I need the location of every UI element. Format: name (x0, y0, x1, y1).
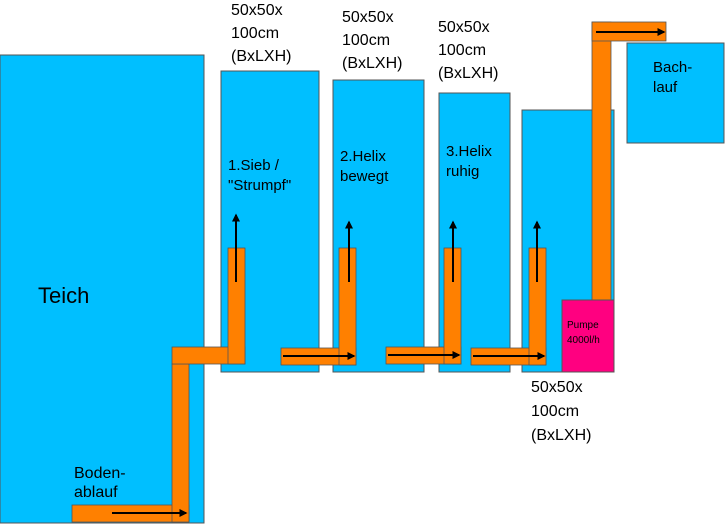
chamber-4-dim-1: 50x50x (531, 379, 583, 396)
chamber-3-dim-2: 100cm (438, 42, 486, 59)
chamber-3-dim-3: (BxLXH) (438, 65, 498, 82)
pump-label-1: Pumpe (567, 320, 599, 331)
pipe-chamber-2-riser (338, 247, 357, 366)
chamber-1-dim-1: 50x50x (231, 2, 283, 19)
pump-label-2: 4000l/h (567, 335, 600, 346)
pipe-pump-riser (591, 21, 612, 303)
pipe-pond-riser (171, 363, 190, 523)
chamber-4-dim-2: 100cm (531, 403, 579, 420)
chamber-2-dim-2: 100cm (342, 32, 390, 49)
bachlauf-label-2: lauf (653, 79, 678, 96)
chamber-3-label-1: 3.Helix (446, 143, 492, 160)
teich-box (0, 54, 205, 524)
chamber-1-label-2: "Strumpf" (228, 177, 291, 194)
chamber-1-label-1: 1.Sieb / (228, 157, 280, 174)
chamber-1-dim-3: (BxLXH) (231, 48, 291, 65)
teich-label: Teich (38, 283, 89, 308)
flow-arrows (112, 28, 666, 517)
chamber-2-dim-1: 50x50x (342, 9, 394, 26)
chamber-2-label-2: bewegt (340, 168, 389, 185)
chamber-4-dim-3: (BxLXH) (531, 427, 591, 444)
chamber-3-label-2: ruhig (446, 163, 479, 180)
chamber-2-label-1: 2.Helix (340, 148, 386, 165)
chamber-2-dim-3: (BxLXH) (342, 55, 402, 72)
pump-box (561, 299, 615, 373)
bodenablauf-label-1: Boden- (74, 465, 126, 482)
bachlauf-label-1: Bach- (653, 59, 692, 76)
chamber-1-dim-2: 100cm (231, 25, 279, 42)
bodenablauf-label-2: ablauf (74, 484, 118, 501)
bachlauf-box (626, 42, 725, 144)
chamber-3-dim-1: 50x50x (438, 19, 490, 36)
